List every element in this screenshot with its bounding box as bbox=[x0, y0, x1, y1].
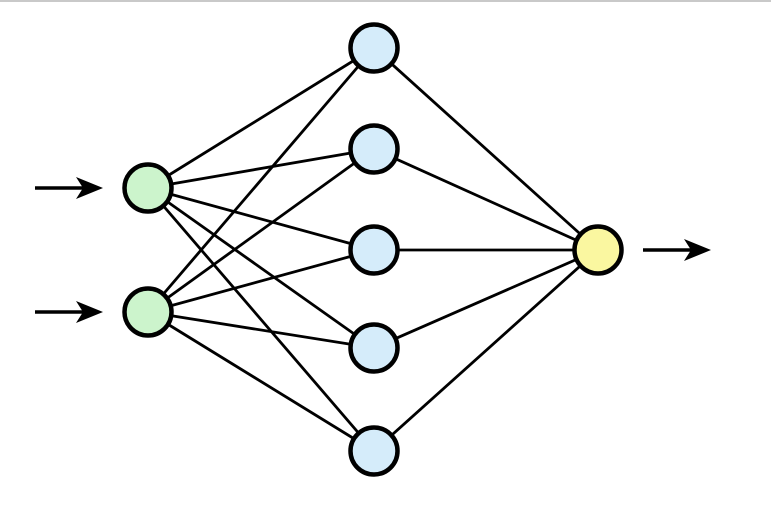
edge-i2-h1 bbox=[146, 47, 376, 313]
edge-h5-o1 bbox=[373, 248, 599, 453]
edge-i2-h3 bbox=[147, 248, 375, 314]
edge-i1-h3 bbox=[147, 186, 375, 252]
edge-h2-o1 bbox=[373, 147, 599, 252]
edge-i1-h2 bbox=[147, 147, 375, 190]
input-node-1 bbox=[122, 162, 174, 214]
hidden-node-2 bbox=[348, 123, 400, 175]
edge-i2-h4 bbox=[147, 310, 375, 350]
top-edge-divider bbox=[0, 0, 771, 2]
hidden-node-5 bbox=[348, 425, 400, 477]
edge-h1-o1 bbox=[373, 46, 599, 252]
output-arrow-head bbox=[684, 239, 711, 261]
edge-i1-h5 bbox=[146, 187, 376, 452]
edge-i1-h4 bbox=[147, 186, 375, 350]
input-arrow-1-head bbox=[76, 177, 103, 199]
edge-i2-h2 bbox=[147, 147, 375, 314]
output-node-1 bbox=[572, 224, 624, 276]
hidden-node-4 bbox=[348, 322, 400, 374]
hidden-node-1 bbox=[348, 22, 400, 74]
edge-i2-h5 bbox=[147, 310, 375, 453]
edge-i1-h1 bbox=[147, 46, 375, 190]
input-arrow-2-head bbox=[76, 301, 103, 323]
edge-h4-o1 bbox=[373, 248, 599, 350]
hidden-node-3 bbox=[348, 224, 400, 276]
input-node-2 bbox=[122, 286, 174, 338]
